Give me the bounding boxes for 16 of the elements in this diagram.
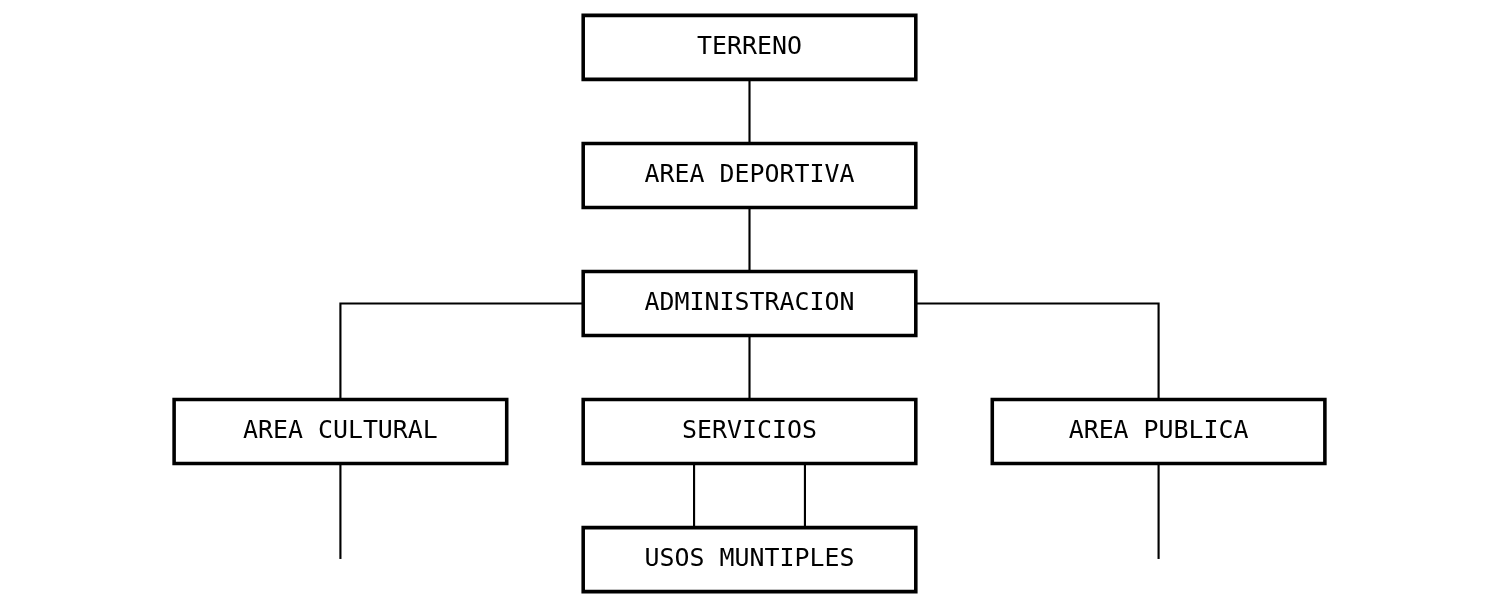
node-box: TERRENO	[581, 13, 918, 82]
node-box: AREA PUBLICA	[990, 397, 1327, 466]
connector	[693, 463, 696, 527]
connector	[748, 335, 751, 399]
node-box: SERVICIOS	[581, 397, 918, 466]
connector	[803, 463, 806, 527]
node-box: AREA DEPORTIVA	[581, 141, 918, 210]
node-box: USOS MUNTIPLES	[581, 525, 918, 594]
connector	[748, 79, 751, 143]
connector	[915, 302, 1160, 400]
connector	[339, 463, 342, 559]
connector	[1157, 463, 1160, 559]
connector	[339, 302, 584, 400]
node-box: ADMINISTRACION	[581, 269, 918, 338]
connector	[748, 207, 751, 271]
node-box: AREA CULTURAL	[172, 397, 509, 466]
